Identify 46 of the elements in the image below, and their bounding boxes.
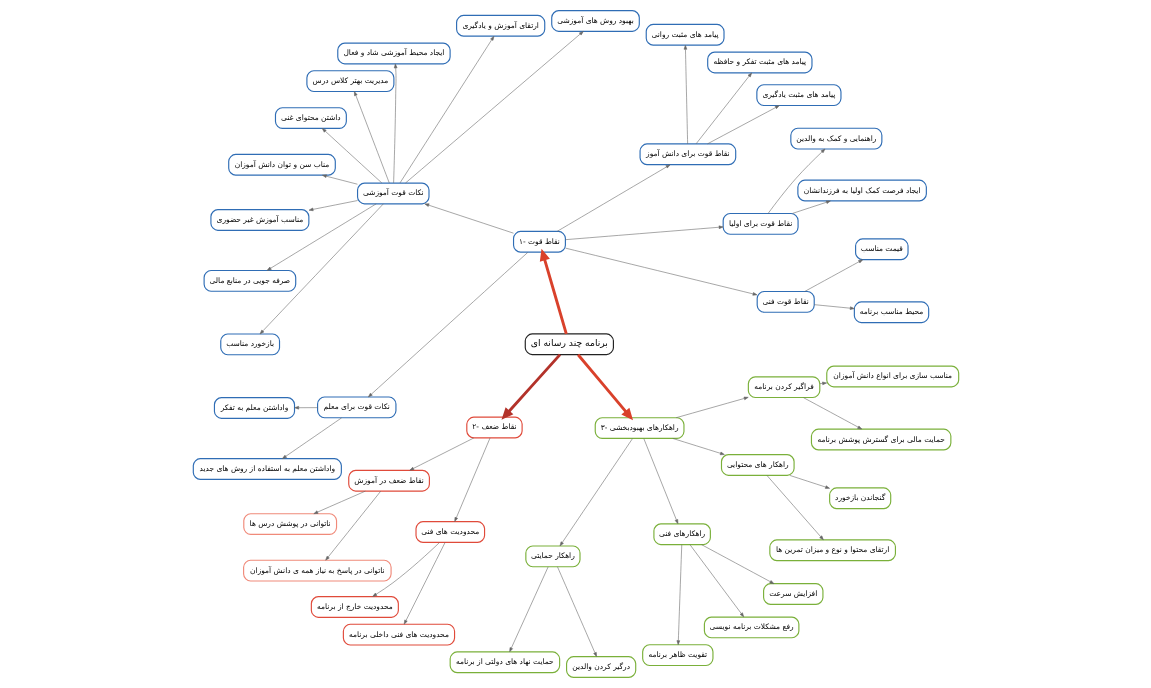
arrow [321, 174, 358, 185]
arrow [766, 475, 824, 541]
arrow [324, 490, 381, 561]
arrow [700, 544, 774, 584]
arrow [424, 203, 514, 234]
arrow [675, 396, 748, 418]
arrow [813, 304, 855, 310]
arrow [392, 63, 397, 184]
arrow [367, 252, 528, 398]
arrow [399, 35, 494, 184]
arrow [559, 438, 633, 547]
arrow [313, 490, 366, 514]
arrow [556, 164, 670, 232]
arrow [576, 353, 633, 421]
arrow [266, 203, 377, 271]
arrow [501, 353, 561, 420]
arrow [281, 417, 342, 459]
arrow [564, 247, 757, 296]
arrow [819, 381, 827, 386]
arrow [408, 437, 474, 471]
arrow [695, 72, 752, 145]
arrow [564, 225, 723, 240]
arrow [789, 475, 830, 489]
arrow [353, 91, 390, 184]
arrow [803, 259, 863, 292]
arrow [683, 44, 688, 145]
arrow [293, 406, 318, 410]
arrow [453, 437, 490, 522]
arrow [767, 148, 825, 214]
arrow [259, 203, 384, 335]
arrow [556, 566, 597, 657]
node-box: برنامه چند رسانه ای [524, 333, 614, 356]
arrow [643, 438, 678, 524]
arrow [308, 200, 358, 212]
arrow [706, 105, 780, 145]
arrow [321, 128, 382, 184]
arrow [404, 31, 584, 184]
arrow [676, 544, 682, 645]
arrow [791, 200, 831, 214]
arrow [689, 544, 744, 618]
arrow [539, 248, 568, 335]
arrow [508, 566, 548, 653]
arrow [371, 542, 440, 597]
arrow [802, 397, 862, 430]
arrow [403, 542, 445, 625]
arrow [672, 438, 725, 455]
